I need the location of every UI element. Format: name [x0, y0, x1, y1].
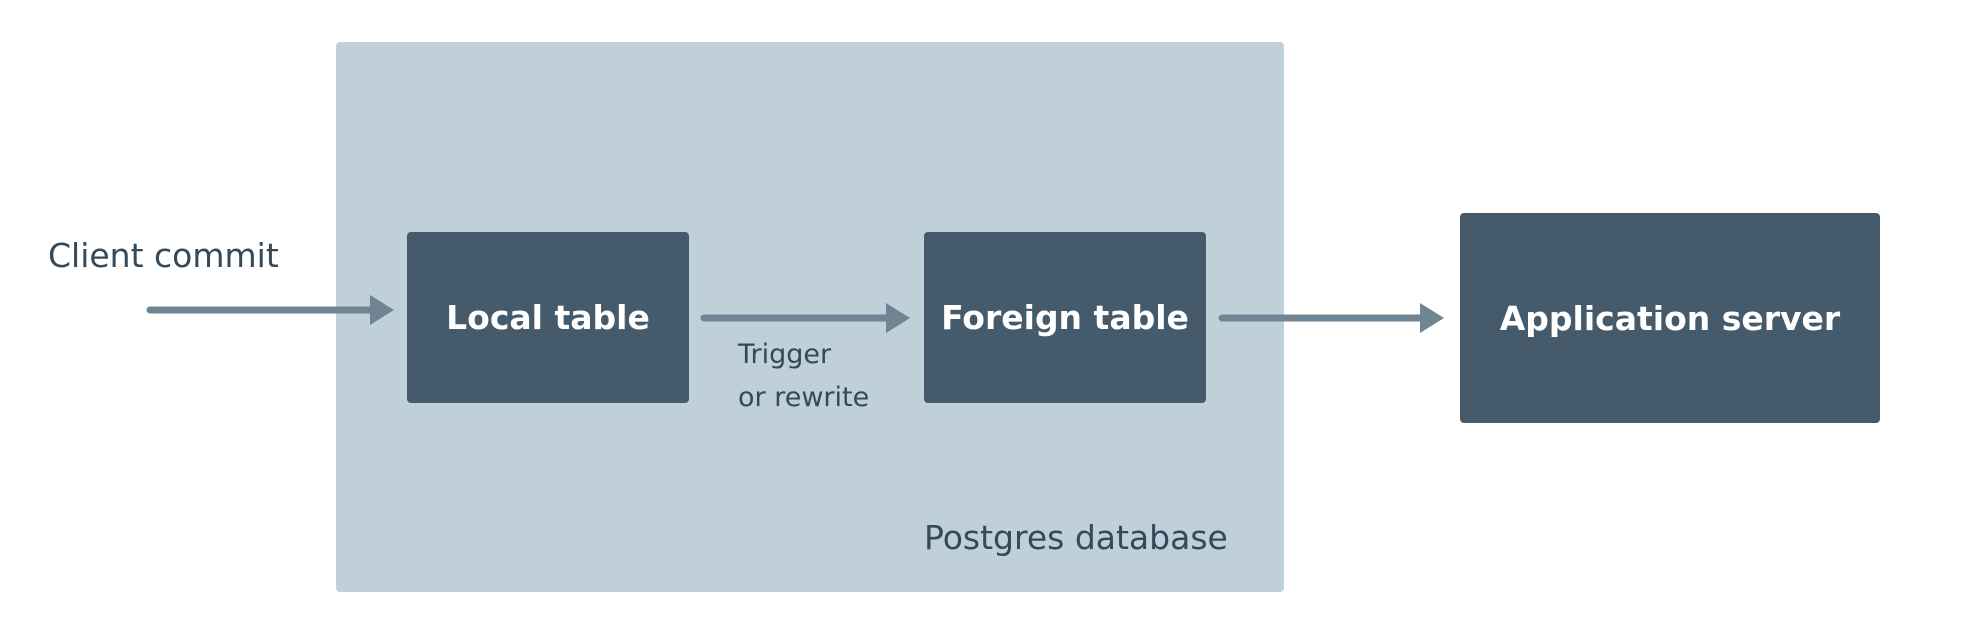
application-server-node: Application server [1460, 213, 1880, 423]
client-commit-label: Client commit [48, 236, 279, 275]
trigger-edge-label: Trigger or rewrite [738, 333, 869, 419]
arrow-client-to-local [146, 295, 394, 325]
arrow-local-to-foreign [700, 303, 910, 333]
application-server-label: Application server [1499, 298, 1841, 338]
arrow-foreign-to-app [1218, 303, 1444, 333]
foreign-table-node: Foreign table [924, 232, 1206, 403]
trigger-label-line2: or rewrite [738, 382, 870, 413]
trigger-label-line1: Trigger [738, 339, 832, 370]
postgres-database-label: Postgres database [924, 518, 1228, 557]
local-table-node: Local table [407, 232, 689, 403]
local-table-label: Local table [446, 298, 650, 337]
foreign-table-label: Foreign table [941, 298, 1189, 337]
